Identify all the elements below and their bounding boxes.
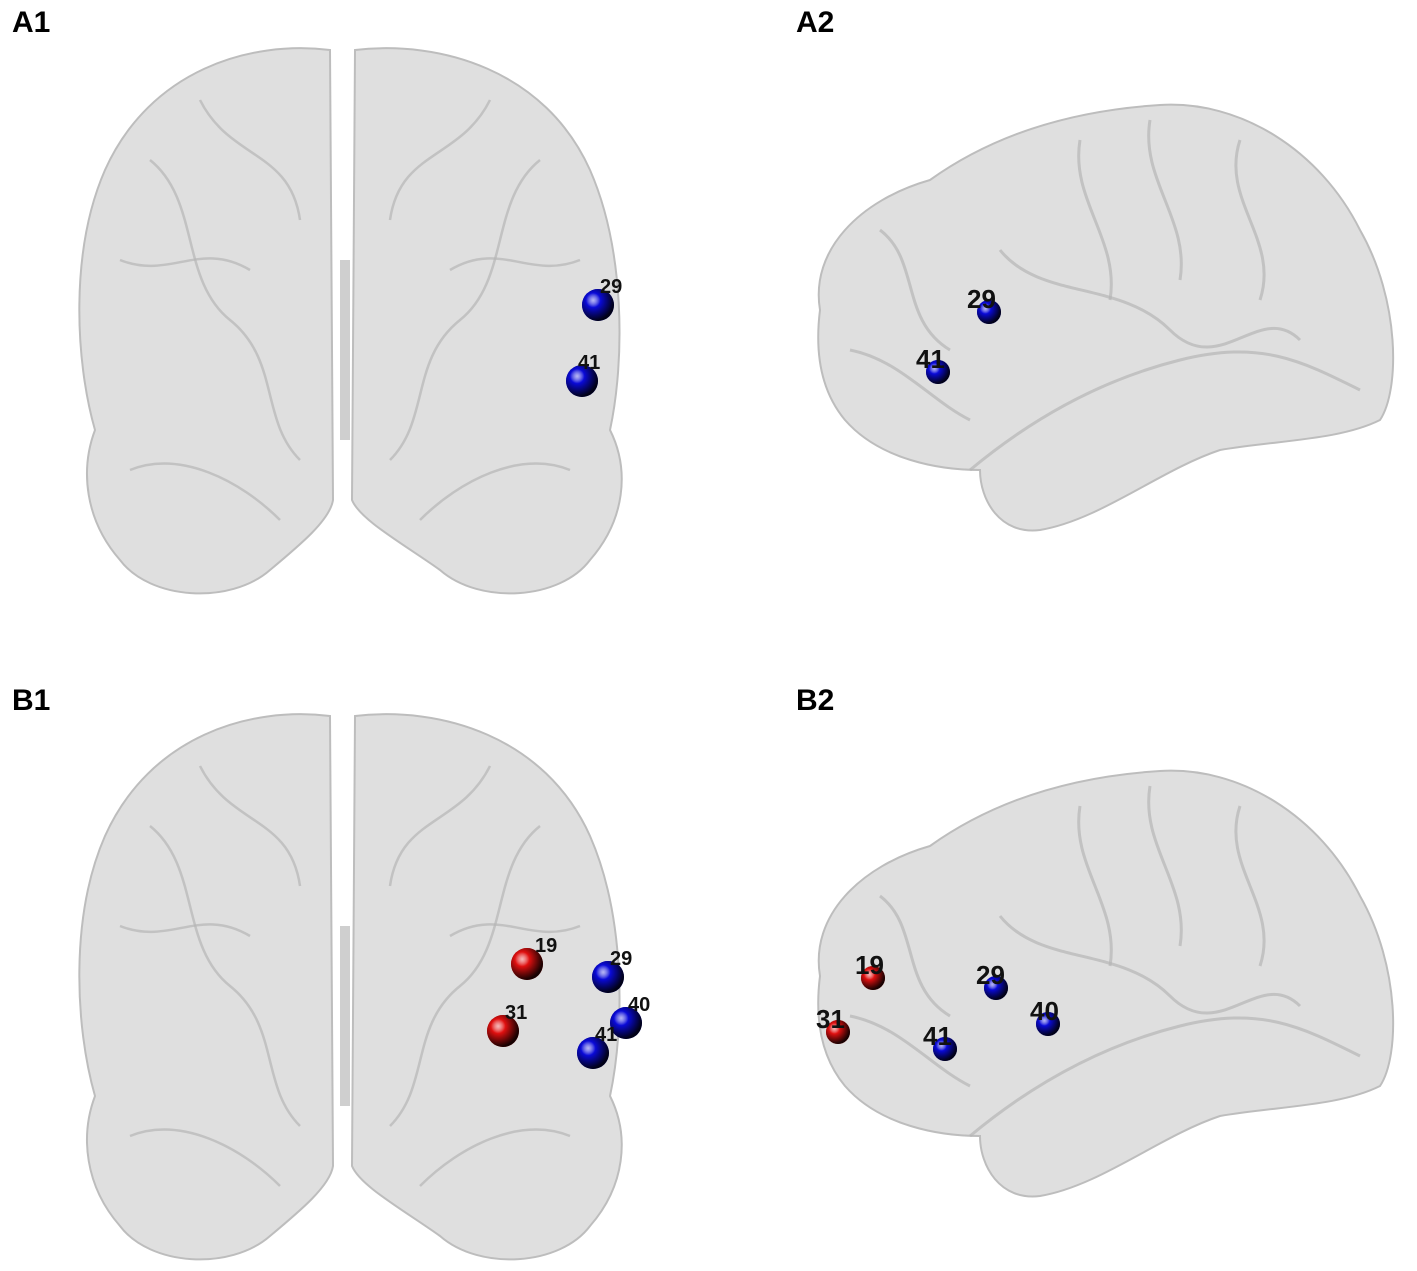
node-layer: 29 41: [916, 284, 1001, 384]
electrode-node-19: [861, 966, 885, 990]
sagittal-brain-view-b2: 19 31 29 40 41: [816, 769, 1395, 1198]
node-label-31: 31: [505, 1002, 527, 1024]
cortex-lateral: [817, 769, 1395, 1198]
gyrus-fold: [198, 99, 302, 221]
electrode-node-19: [511, 948, 543, 980]
node-label-41: 41: [923, 1021, 952, 1051]
node-label-19: 19: [535, 935, 557, 957]
electrode-node-41: [933, 1037, 957, 1061]
left-hemisphere: [78, 713, 335, 1261]
gyrus-fold: [129, 462, 281, 521]
panel-a1: A1 29 41: [0, 0, 700, 630]
gyrus-fold: [389, 159, 541, 461]
brain-surface: [817, 103, 1395, 532]
gyrus-fold: [149, 159, 301, 461]
electrode-node-41: [566, 365, 598, 397]
gyrus-fold: [198, 765, 302, 887]
brain-surface: [78, 47, 623, 595]
panel-b2: B2 19 31 29 40 41: [700, 676, 1417, 1271]
node-layer: 19 31 29 40 41: [816, 950, 1060, 1061]
electrode-node-31: [826, 1020, 850, 1044]
coronal-brain-view-a1: 29 41: [78, 47, 623, 595]
sagittal-brain-view-a2: 29 41: [817, 103, 1395, 532]
coronal-brain-view-b1: 19 31 29 40 41: [78, 713, 650, 1261]
panel-label-a2: A2: [796, 6, 835, 39]
gyrus-fold: [1234, 139, 1266, 301]
node-label-29: 29: [967, 284, 996, 314]
node-label-31: 31: [816, 1004, 845, 1034]
panel-a2: A2 29 41: [700, 0, 1417, 630]
electrode-node-41: [926, 360, 950, 384]
panel-label-b1: B1: [12, 684, 51, 717]
gyrus-fold: [969, 350, 1361, 472]
node-label-40: 40: [628, 994, 650, 1016]
node-label-41: 41: [595, 1024, 617, 1046]
node-label-29: 29: [600, 276, 622, 298]
cortex-lateral: [817, 103, 1395, 532]
gyrus-fold: [998, 915, 1302, 1015]
electrode-node-29: [592, 961, 624, 993]
gyrus-fold: [449, 923, 581, 938]
panel-b1: B1 19 31 29 40 41: [0, 676, 700, 1271]
gyrus-fold: [1147, 119, 1183, 281]
gyrus-fold: [849, 1014, 971, 1088]
electrode-node-29: [977, 300, 1001, 324]
gyrus-fold: [1077, 805, 1113, 967]
node-layer: 29 41: [566, 276, 622, 397]
node-label-41: 41: [578, 352, 600, 374]
gyrus-fold: [419, 462, 571, 521]
node-layer: 19 31 29 40 41: [487, 935, 650, 1069]
electrode-node-29: [984, 976, 1008, 1000]
left-hemisphere: [78, 47, 335, 595]
node-label-19: 19: [855, 950, 884, 980]
gyrus-fold: [389, 825, 541, 1127]
node-label-29: 29: [610, 948, 632, 970]
electrode-node-41: [577, 1037, 609, 1069]
gyrus-fold: [1147, 785, 1183, 947]
gyrus-fold: [388, 99, 492, 221]
gyrus-fold: [149, 825, 301, 1127]
brain-surface: [78, 713, 623, 1261]
gyrus-fold: [449, 257, 581, 272]
gyrus-fold: [969, 1016, 1361, 1138]
gyrus-fold: [388, 765, 492, 887]
electrode-node-31: [487, 1015, 519, 1047]
panel-label-b2: B2: [796, 684, 835, 717]
gyrus-fold: [998, 249, 1302, 349]
electrode-node-40: [610, 1007, 642, 1039]
node-label-41: 41: [916, 344, 945, 374]
electrode-node-40: [1036, 1012, 1060, 1036]
gyrus-fold: [879, 228, 951, 352]
midline: [340, 926, 350, 1106]
gyrus-fold: [1234, 805, 1266, 967]
gyrus-fold: [119, 257, 251, 272]
gyrus-fold: [119, 923, 251, 938]
gyrus-fold: [879, 894, 951, 1018]
panel-label-a1: A1: [12, 6, 51, 39]
gyrus-fold: [849, 348, 971, 422]
electrode-node-29: [582, 289, 614, 321]
right-hemisphere: [350, 713, 623, 1261]
gyrus-fold: [419, 1128, 571, 1187]
gyrus-fold: [1077, 139, 1113, 301]
gyrus-fold: [129, 1128, 281, 1187]
brain-surface: [817, 769, 1395, 1198]
node-label-29: 29: [976, 960, 1005, 990]
midline: [340, 260, 350, 440]
right-hemisphere: [350, 47, 623, 595]
node-label-40: 40: [1030, 996, 1059, 1026]
